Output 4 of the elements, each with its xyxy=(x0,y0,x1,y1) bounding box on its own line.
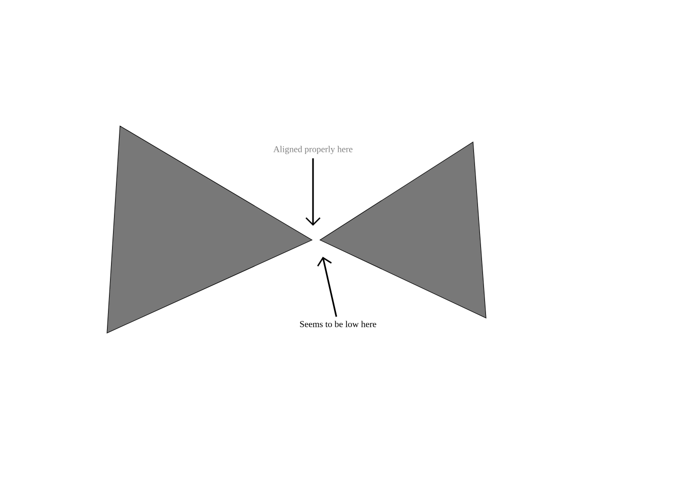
annotation-text: Aligned properly here xyxy=(273,146,352,154)
leader-arrow xyxy=(306,158,320,226)
annotation-text: Seems to be low here xyxy=(300,320,376,328)
leader-arrow xyxy=(317,256,338,317)
